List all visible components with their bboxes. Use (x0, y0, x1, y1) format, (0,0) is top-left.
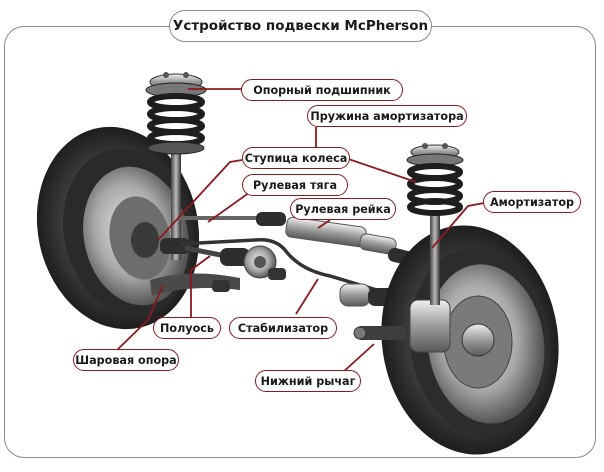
callout-tie-rod: Рулевая тяга (242, 174, 348, 196)
leader-shock-absorber (431, 202, 485, 249)
diagram-title: Устройство подвески McPherson (169, 10, 432, 42)
callout-shock-absorber: Амортизатор (483, 191, 581, 213)
right-strut (406, 143, 464, 305)
callout-stabilizer: Стабилизатор (229, 317, 337, 339)
leader-steering-rack (317, 219, 331, 229)
left-lower-arm (150, 268, 286, 296)
right-lower-arm (353, 326, 406, 340)
callout-coil-spring: Пружина амортизатора (307, 105, 467, 127)
callout-steering-rack: Рулевая рейка (290, 198, 396, 220)
callout-drive-shaft: Полуось (153, 317, 221, 339)
left-drive-shaft (160, 238, 277, 279)
leader-wheel-hub (157, 159, 243, 241)
steering-rack-assembly (178, 212, 418, 267)
right-wheel (381, 225, 559, 455)
brake-caliper (409, 299, 451, 353)
leader-lower-arm (341, 343, 375, 374)
left-strut (145, 72, 207, 260)
callout-upper-bearing: Опорный подшипник (241, 79, 403, 101)
callout-ball-joint: Шаровая опора (73, 349, 179, 371)
leader-drive-shaft (190, 255, 211, 317)
leader-ball-joint (117, 284, 164, 350)
callout-lower-arm: Нижний рычаг (255, 370, 361, 392)
callout-wheel-hub: Ступица колеса (242, 147, 350, 169)
left-wheel (36, 126, 200, 330)
stabilizer-bar (179, 237, 411, 302)
leader-stabilizer (295, 278, 319, 315)
